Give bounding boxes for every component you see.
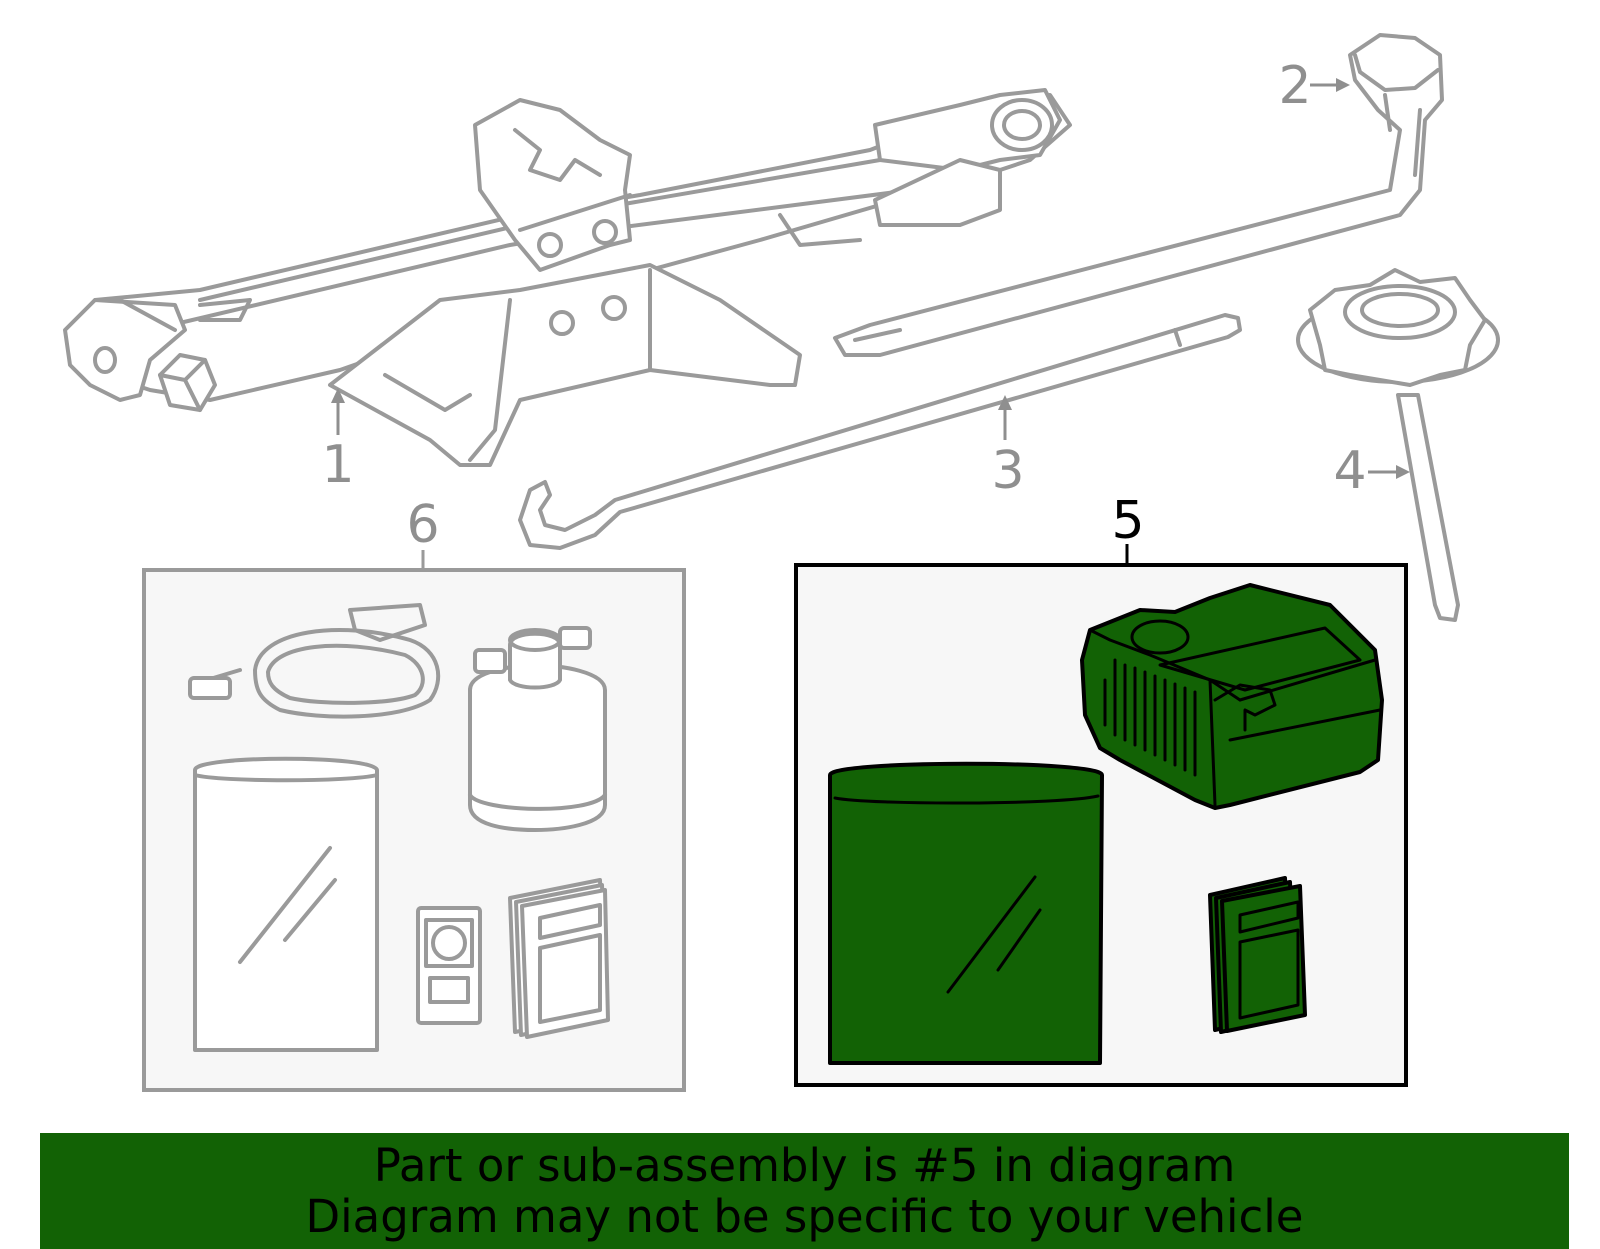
jack-handle: [518, 313, 1242, 550]
callout-1: 1: [321, 435, 354, 495]
spare-tire-hold-down: [1296, 268, 1500, 622]
callout-2: 2: [1278, 56, 1311, 116]
callout-5: 5: [1111, 491, 1144, 551]
instruction-booklet: [1208, 876, 1307, 1034]
info-banner: Part or sub-assembly is #5 in diagram Di…: [40, 1133, 1569, 1249]
banner-line-2: Diagram may not be specific to your vehi…: [305, 1190, 1304, 1243]
callout-3: 3: [991, 441, 1024, 501]
air-compressor: [1080, 583, 1384, 810]
repair-kit-bag: [828, 761, 1104, 1065]
scissor-jack: [63, 88, 1072, 467]
leader-lines: [331, 78, 1410, 570]
callout-6: 6: [406, 495, 439, 555]
banner-line-1: Part or sub-assembly is #5 in diagram: [373, 1139, 1236, 1192]
part-5-box: [794, 563, 1408, 1087]
part-6-box: [142, 568, 686, 1092]
lug-wrench: [833, 33, 1444, 357]
callout-4: 4: [1333, 441, 1366, 501]
